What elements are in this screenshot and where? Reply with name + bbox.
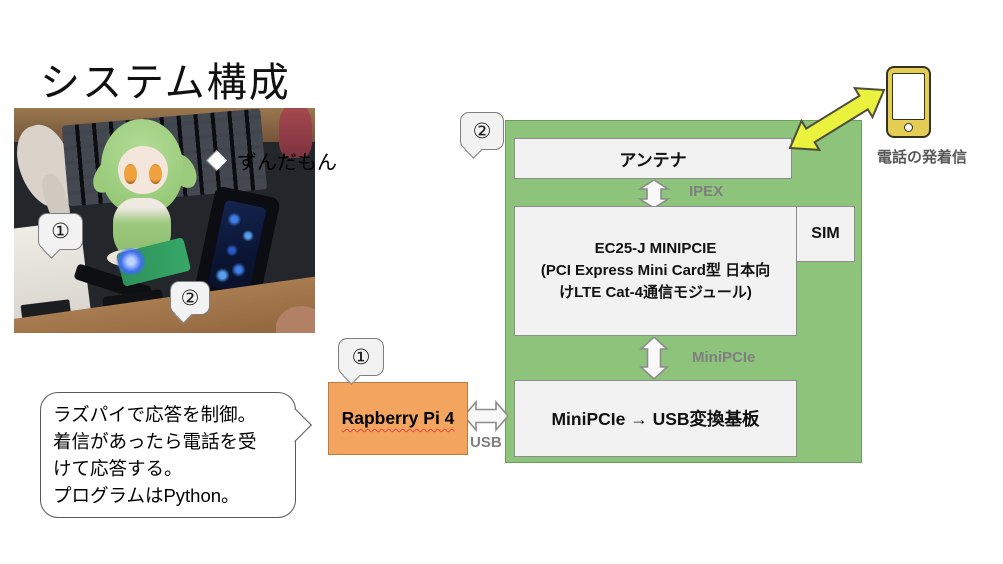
ipex-connection-arrow-icon — [637, 180, 671, 208]
note-line: けて応答する。 — [53, 458, 183, 479]
phone-home-button — [904, 123, 913, 132]
phone-screen — [892, 73, 925, 120]
note-line: 着信があったら電話を受 — [53, 431, 257, 452]
sim-label: SIM — [811, 225, 840, 242]
ec25-module-box: EC25-J MINIPCIE (PCI Express Mini Card型 … — [514, 206, 797, 336]
phone-icon — [886, 66, 931, 138]
module-name: EC25-J MINIPCIE — [594, 240, 717, 257]
blue-led-glow — [113, 247, 150, 275]
callout-number: ② — [180, 286, 200, 310]
smartphone-screen — [206, 199, 267, 296]
callout-number: ② — [472, 119, 492, 143]
diagram-callout-2: ② — [460, 112, 504, 159]
raspberry-pi-label: Rapberry Pi 4 — [341, 408, 455, 428]
page-title: システム構成 — [40, 61, 291, 105]
photo-callout-2: ② — [170, 281, 210, 324]
zundamon-caption-bubble: ずんだもん — [205, 142, 357, 178]
photo-callout-1: ① — [38, 213, 83, 259]
setup-photo — [14, 108, 315, 333]
raspberry-pi-box: Rapberry Pi 4 — [328, 382, 468, 455]
converter-label: MiniPCIe → USB変換基板 — [551, 409, 760, 429]
zundamon-plush-face — [117, 146, 168, 194]
callout-number: ① — [51, 220, 70, 243]
minipcie-label: MiniPCIe — [692, 349, 756, 366]
antenna-box: アンテナ — [514, 138, 792, 179]
raspberry-callout-1: ① — [338, 338, 384, 385]
module-description: けLTE Cat-4通信モジュール) — [559, 284, 752, 301]
plush-eye — [123, 164, 137, 185]
sim-box: SIM — [796, 206, 855, 262]
plush-eye — [148, 164, 162, 185]
usb-converter-box: MiniPCIe → USB変換基板 — [514, 380, 797, 457]
module-description: (PCI Express Mini Card型 日本向 — [540, 262, 771, 279]
usb-label: USB — [470, 434, 502, 451]
ipex-label: IPEX — [689, 183, 724, 200]
note-speech-bubble: ラズパイで応答を制御。 着信があったら電話を受 けて応答する。 プログラムはPy… — [40, 392, 312, 518]
bubble-tail — [278, 408, 312, 442]
figurine — [278, 108, 312, 158]
minipcie-connection-arrow-icon — [638, 337, 670, 379]
usb-connection-arrow-icon — [464, 399, 508, 433]
antenna-label: アンテナ — [619, 151, 687, 170]
lte-module-panel: アンテナ IPEX EC25-J MINIPCIE (PCI Express M… — [505, 120, 862, 463]
note-line: ラズパイで応答を制御。 — [53, 404, 257, 425]
note-line: プログラムはPython。 — [53, 485, 240, 506]
zundamon-caption-text: ずんだもん — [237, 151, 337, 174]
radio-link-arrow-icon — [788, 86, 886, 152]
callout-number: ① — [351, 345, 371, 369]
phone-call-label: 電話の発着信 — [876, 149, 967, 166]
